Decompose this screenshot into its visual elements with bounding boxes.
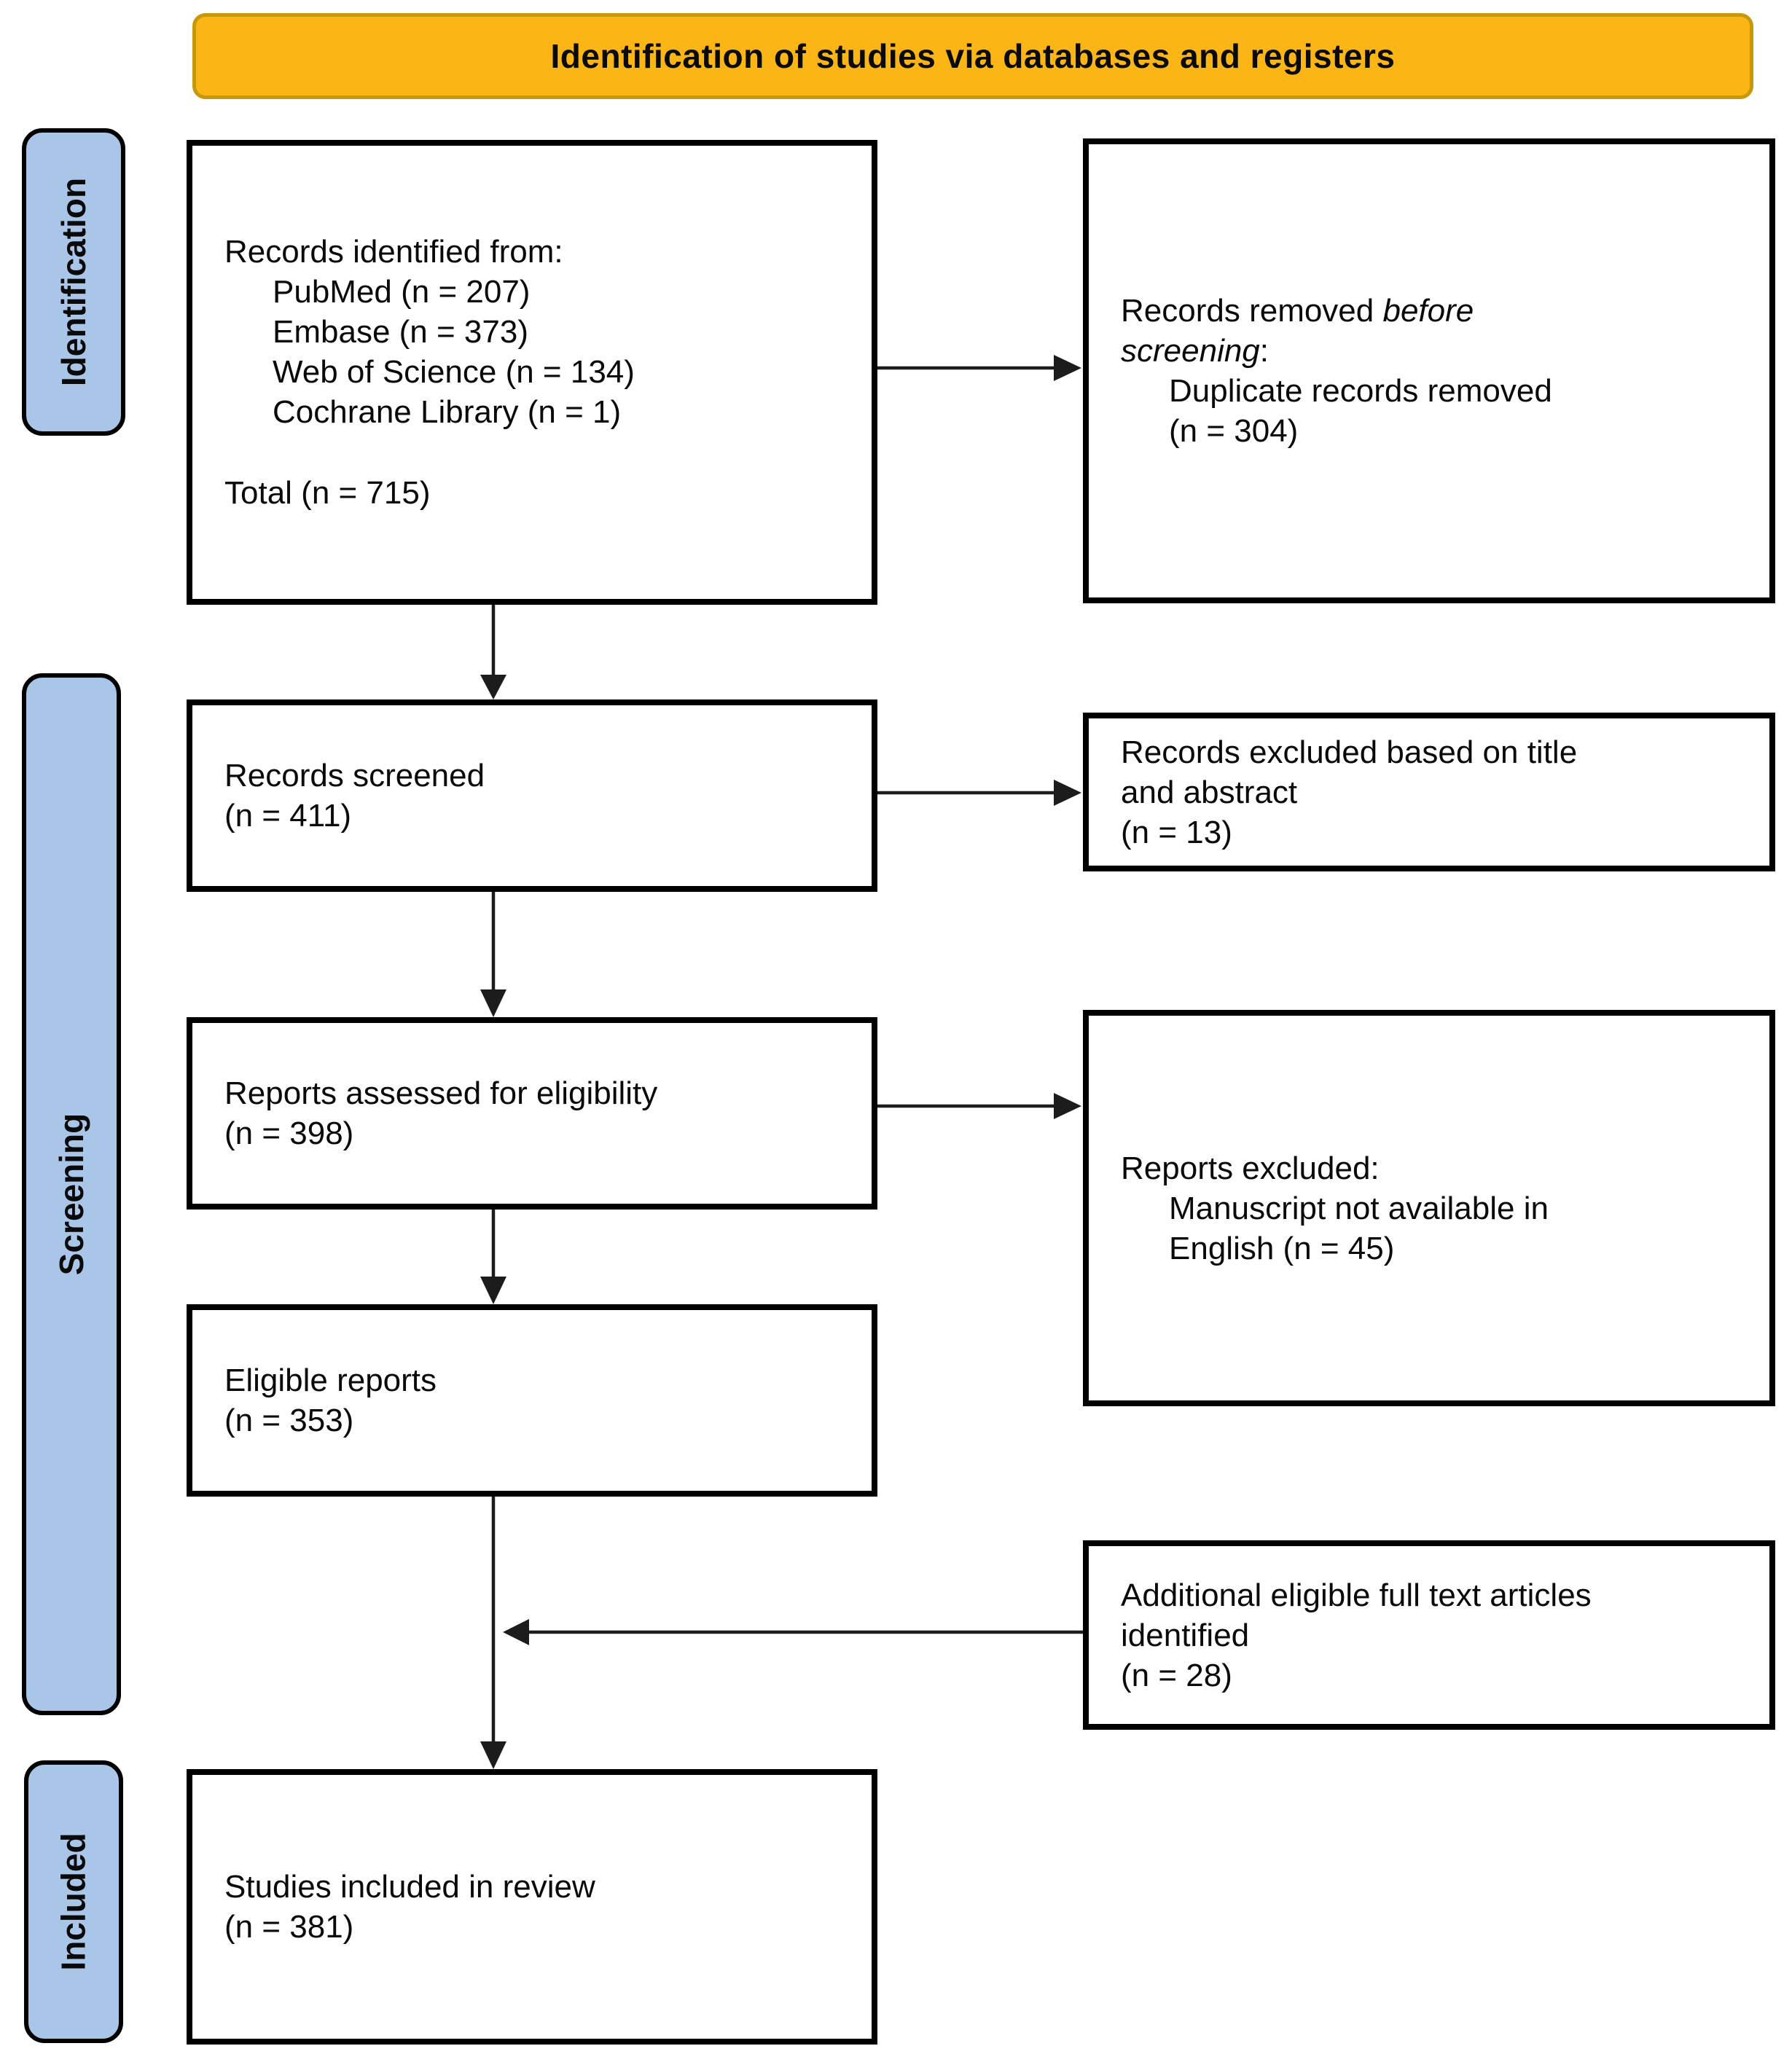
records-removed-duplicates: Duplicate records removed [1169, 373, 1552, 409]
reports-excluded-title: Reports excluded: [1121, 1150, 1380, 1186]
studies-included-label: Studies included in review [224, 1869, 595, 1905]
eligible-reports-label: Eligible reports [224, 1363, 437, 1398]
connector-assessed-to-reports-excluded-arrowhead [1054, 1093, 1081, 1119]
reports-excluded-reason-1: Manuscript not available in [1169, 1190, 1549, 1226]
records-removed-line-2: screening: [1121, 331, 1748, 371]
connector-screened-to-assessed-arrowhead [480, 989, 506, 1017]
box-studies-included: Studies included in review (n = 381) [187, 1769, 877, 2045]
additional-articles-label-2: identified [1121, 1617, 1250, 1653]
records-excluded-count: (n = 13) [1121, 814, 1232, 850]
banner-title: Identification of studies via databases … [550, 37, 1396, 75]
records-identified-source-embase: Embase (n = 373) [273, 314, 528, 350]
reports-excluded-reason-2: English (n = 45) [1169, 1230, 1395, 1266]
reports-assessed-count: (n = 398) [224, 1116, 354, 1151]
records-identified-source-web-of-science: Web of Science (n = 134) [273, 354, 635, 390]
records-identified-source-cochrane: Cochrane Library (n = 1) [273, 394, 622, 430]
connector-identified-to-screened-arrowhead [480, 675, 506, 699]
connector-eligible-to-included-arrowhead [480, 1741, 506, 1769]
records-identified-source-pubmed: PubMed (n = 207) [273, 274, 531, 310]
studies-included-count: (n = 381) [224, 1909, 354, 1945]
stage-bar-identification: Identification [22, 128, 125, 436]
records-removed-count: (n = 304) [1169, 413, 1299, 449]
records-identified-total: Total (n = 715) [224, 475, 431, 511]
records-screened-count: (n = 411) [224, 798, 352, 834]
box-records-identified: Records identified from: PubMed (n = 207… [187, 140, 877, 605]
connector-identified-to-removed-arrowhead [1054, 355, 1081, 381]
reports-assessed-label: Reports assessed for eligibility [224, 1075, 658, 1111]
eligible-reports-count: (n = 353) [224, 1403, 354, 1438]
stage-bar-included: Included [24, 1760, 123, 2043]
records-identified-title: Records identified from: [224, 234, 563, 270]
connector-additional-to-flow-arrowhead [503, 1619, 529, 1645]
records-removed-line-2-normal: : [1259, 333, 1269, 369]
records-removed-line-1-normal: Records removed [1121, 293, 1383, 329]
connector-assessed-to-eligible-arrowhead [480, 1277, 506, 1304]
connector-screened-to-excluded-arrowhead [1054, 780, 1081, 806]
box-records-excluded: Records excluded based on title and abst… [1083, 713, 1775, 871]
additional-articles-count: (n = 28) [1121, 1657, 1232, 1693]
records-removed-line-1: Records removed before [1121, 291, 1748, 331]
banner: Identification of studies via databases … [192, 13, 1753, 99]
box-records-removed: Records removed before screening: Duplic… [1083, 138, 1775, 603]
box-records-screened: Records screened (n = 411) [187, 699, 877, 892]
records-excluded-label-1: Records excluded based on title [1121, 734, 1578, 770]
box-reports-excluded: Reports excluded: Manuscript not availab… [1083, 1010, 1775, 1406]
records-removed-line-2-italic: screening [1121, 333, 1260, 369]
records-excluded-label-2: and abstract [1121, 774, 1298, 810]
records-removed-line-1-italic: before [1382, 293, 1474, 329]
box-reports-assessed: Reports assessed for eligibility (n = 39… [187, 1017, 877, 1210]
box-eligible-reports: Eligible reports (n = 353) [187, 1304, 877, 1497]
records-screened-label: Records screened [224, 758, 485, 793]
additional-articles-label-1: Additional eligible full text articles [1121, 1577, 1592, 1613]
stage-bar-screening: Screening [22, 673, 121, 1715]
box-additional-articles: Additional eligible full text articles i… [1083, 1540, 1775, 1730]
